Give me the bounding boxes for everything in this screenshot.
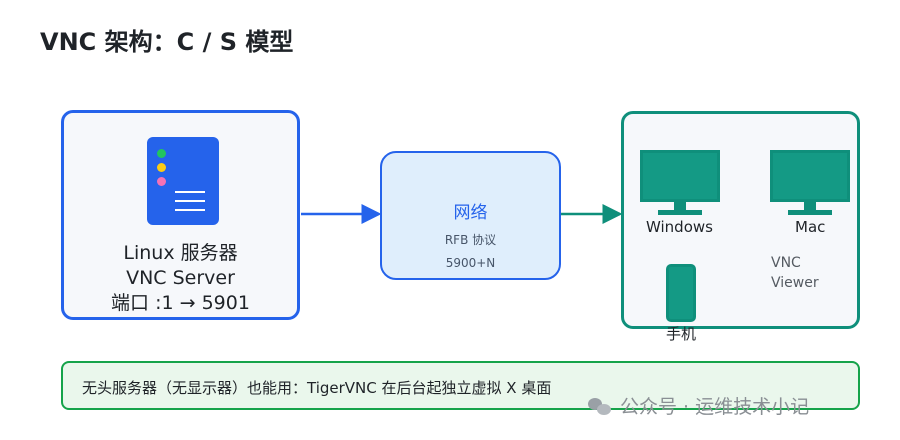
watermark-text: 公众号 · 运维技术小记 <box>620 396 810 418</box>
server-label: Linux 服务器 VNC Server 端口 :1 → 5901 <box>64 241 297 316</box>
note-box: 无头服务器（无显示器）也能用：TigerVNC 在后台起独立虚拟 X 桌面 <box>61 361 860 410</box>
server-icon <box>147 137 219 225</box>
server-node: Linux 服务器 VNC Server 端口 :1 → 5901 <box>61 110 300 320</box>
server-line-service: VNC Server <box>126 267 235 289</box>
phone-icon <box>666 264 696 322</box>
diagram-title: VNC 架构：C / S 模型 <box>40 28 294 56</box>
phone-label: 手机 <box>666 325 697 343</box>
network-protocol: RFB 协议 <box>444 233 497 247</box>
server-line-os: Linux 服务器 <box>123 242 238 264</box>
viewer-label: VNC Viewer <box>771 253 819 293</box>
viewer-label-line-2: Viewer <box>771 275 819 291</box>
client-node: Windows Mac 手机 VNC Viewer <box>621 111 860 343</box>
watermark: 公众号 · 运维技术小记 <box>588 392 809 419</box>
wechat-icon <box>588 396 612 416</box>
server-line-port: 端口 :1 → 5901 <box>111 292 250 314</box>
network-port: 5900+N <box>445 256 496 270</box>
network-title: 网络 <box>453 203 488 223</box>
viewer-label-line-1: VNC <box>771 255 801 271</box>
network-node: 网络 RFB 协议 5900+N <box>380 151 561 280</box>
note-text: 无头服务器（无显示器）也能用：TigerVNC 在后台起独立虚拟 X 桌面 <box>82 379 552 397</box>
windows-label: Windows <box>646 218 713 236</box>
mac-label: Mac <box>795 218 826 236</box>
